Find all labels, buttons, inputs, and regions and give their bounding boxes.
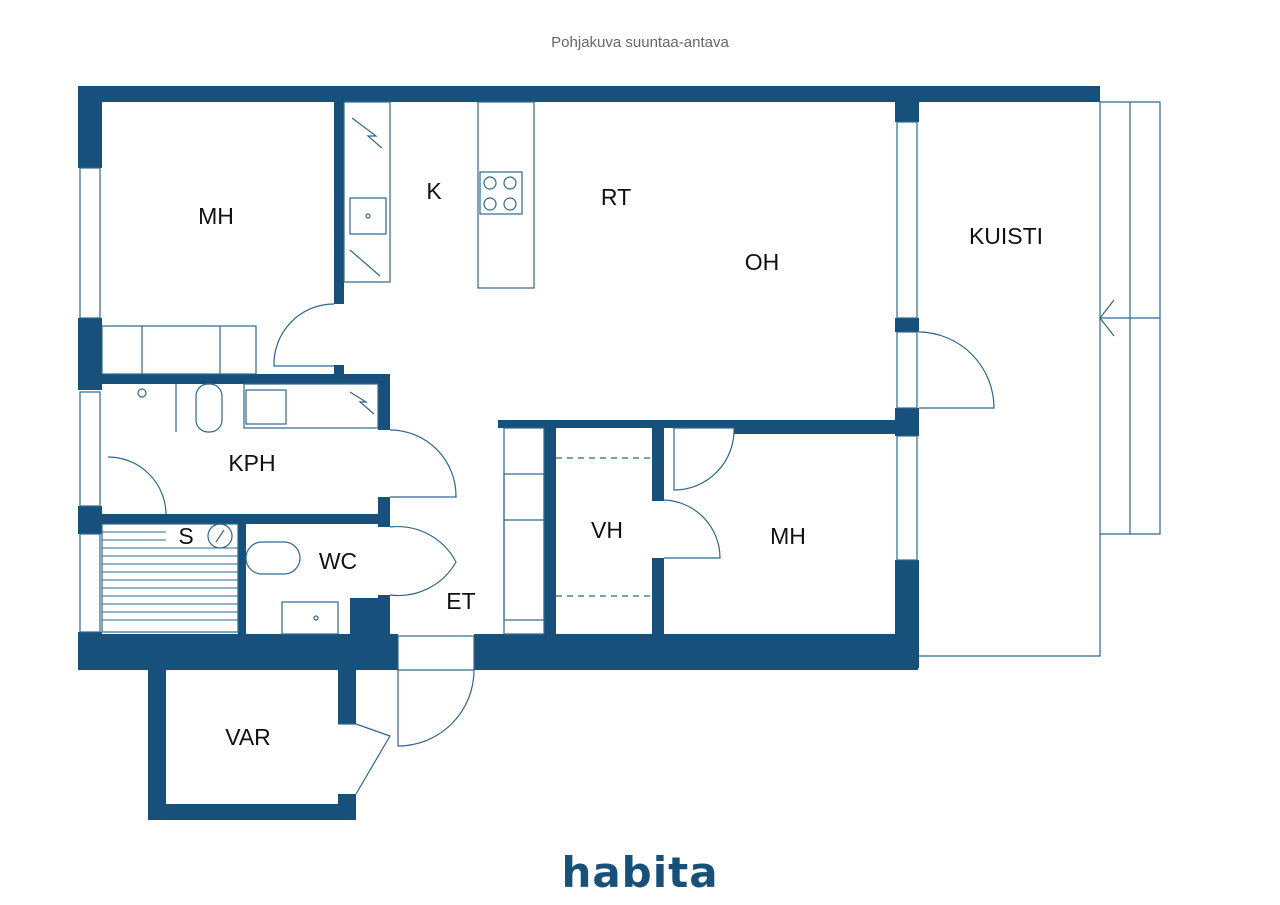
- room-label-et: ET: [446, 588, 475, 614]
- room-label-vh: VH: [591, 517, 623, 543]
- habita-logo: habita: [0, 848, 1280, 897]
- room-label-kph: KPH: [228, 450, 275, 476]
- room-label-var: VAR: [225, 724, 271, 750]
- room-label-rt: RT: [601, 184, 631, 210]
- fixtures: [79, 101, 1161, 795]
- walls: [78, 86, 1100, 820]
- room-label-wc: WC: [319, 548, 357, 574]
- room-label-mh-right: MH: [770, 523, 806, 549]
- room-label-s: S: [178, 523, 193, 549]
- room-label-mh-left: MH: [198, 203, 234, 229]
- logo-text: habita: [561, 848, 719, 897]
- room-label-k: K: [426, 178, 442, 204]
- plan-caption: Pohjakuva suuntaa-antava: [551, 34, 729, 51]
- room-label-kuisti: KUISTI: [969, 223, 1043, 249]
- room-label-oh: OH: [745, 249, 780, 275]
- sauna-bench: [102, 531, 238, 621]
